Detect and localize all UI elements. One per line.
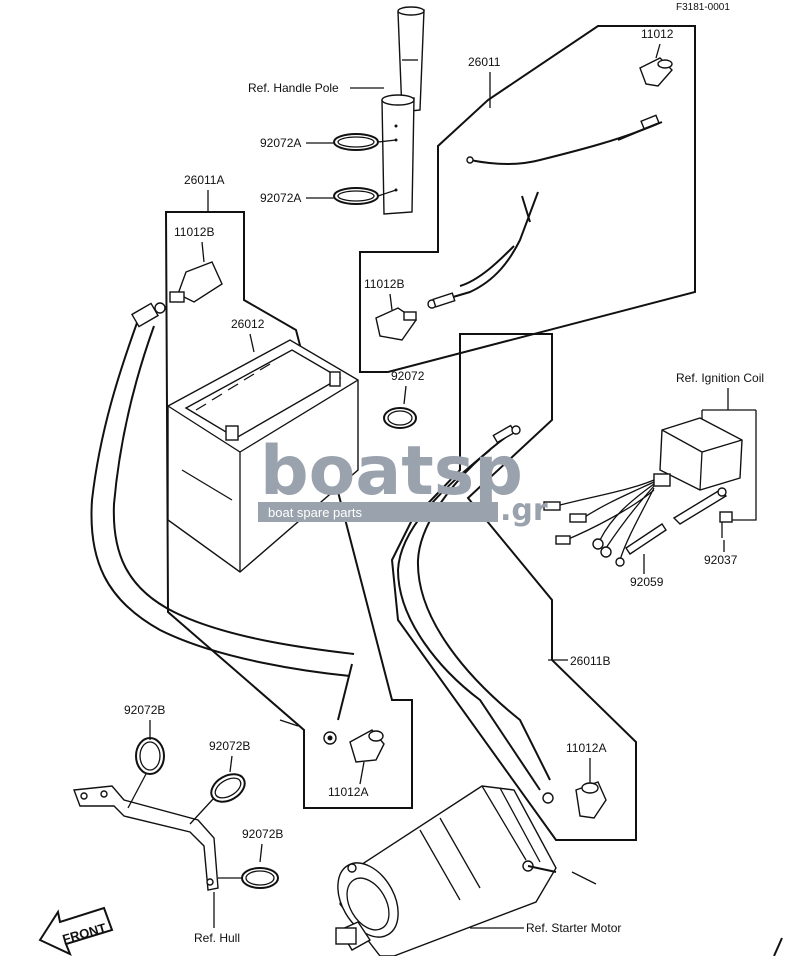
part-92072-label: 92072 <box>391 369 425 383</box>
callout-box-26011B <box>390 333 637 841</box>
callout-box-26011A <box>164 211 413 809</box>
watermark-tagline: boat spare parts <box>268 505 362 520</box>
starter-motor <box>335 785 557 957</box>
boot-11012B-right <box>375 307 417 341</box>
part-92072B-bottom-label: 92072B <box>242 827 283 841</box>
watermark-tld: .gr <box>500 493 548 528</box>
hull-bracket <box>73 785 219 891</box>
ignition-coil <box>653 417 743 491</box>
clamp-92072A-bottom <box>333 187 379 205</box>
ref-hull-label: Ref. Hull <box>194 931 240 945</box>
part-92059-label: 92059 <box>630 575 664 589</box>
front-arrow-label: FRONT <box>61 920 108 947</box>
battery-26012 <box>167 339 359 573</box>
clamp-92072B-mid <box>210 773 246 803</box>
handle-pole <box>381 6 425 215</box>
front-arrow: FRONT <box>38 906 114 956</box>
diagram-code: F3181-0001 <box>676 2 730 13</box>
part-92072B-mid-label: 92072B <box>209 739 250 753</box>
boot-11012A-left <box>349 729 385 763</box>
cable-26011 <box>427 114 663 309</box>
part-92072B-top-label: 92072B <box>124 703 165 717</box>
part-11012A-left-label: 11012A <box>328 785 368 799</box>
part-11012B-right-label: 11012B <box>364 277 404 291</box>
part-26011-label: 26011 <box>468 55 501 69</box>
callout-box-26011 <box>359 25 696 373</box>
watermark-brand: boatsp <box>260 432 523 511</box>
cable-26011B <box>396 424 554 804</box>
watermark-tagline-bar <box>258 502 498 522</box>
coil-wires <box>543 479 655 567</box>
clamp-92072B-bottom <box>241 867 279 889</box>
tube-92059 <box>625 523 667 555</box>
part-11012B-left-label: 11012B <box>174 225 214 239</box>
part-26012-label: 26012 <box>231 317 265 331</box>
ref-starter-motor-label: Ref. Starter Motor <box>526 921 621 935</box>
ref-handle-pole-label: Ref. Handle Pole <box>248 81 339 95</box>
part-92072A-top-label: 92072A <box>260 136 301 150</box>
clamp-92072 <box>383 407 417 429</box>
cable-26011A <box>90 302 355 745</box>
part-26011B-label: 26011B <box>570 654 610 668</box>
clamp-92072B-top <box>135 737 165 775</box>
boot-11012 <box>639 57 673 87</box>
boot-11012A-right <box>575 781 607 819</box>
part-11012A-right-label: 11012A <box>566 741 606 755</box>
part-92037-label: 92037 <box>704 553 738 567</box>
part-11012-label: 11012 <box>641 27 674 41</box>
ref-ignition-coil-label: Ref. Ignition Coil <box>676 371 764 385</box>
boot-11012B-left <box>169 261 223 303</box>
watermark: boatsp .gr boat spare parts <box>258 432 548 528</box>
clamp-92072A-top <box>333 133 379 151</box>
part-26011A-label: 26011A <box>184 173 224 187</box>
tie-92037 <box>672 487 733 538</box>
part-92072A-bottom-label: 92072A <box>260 191 301 205</box>
